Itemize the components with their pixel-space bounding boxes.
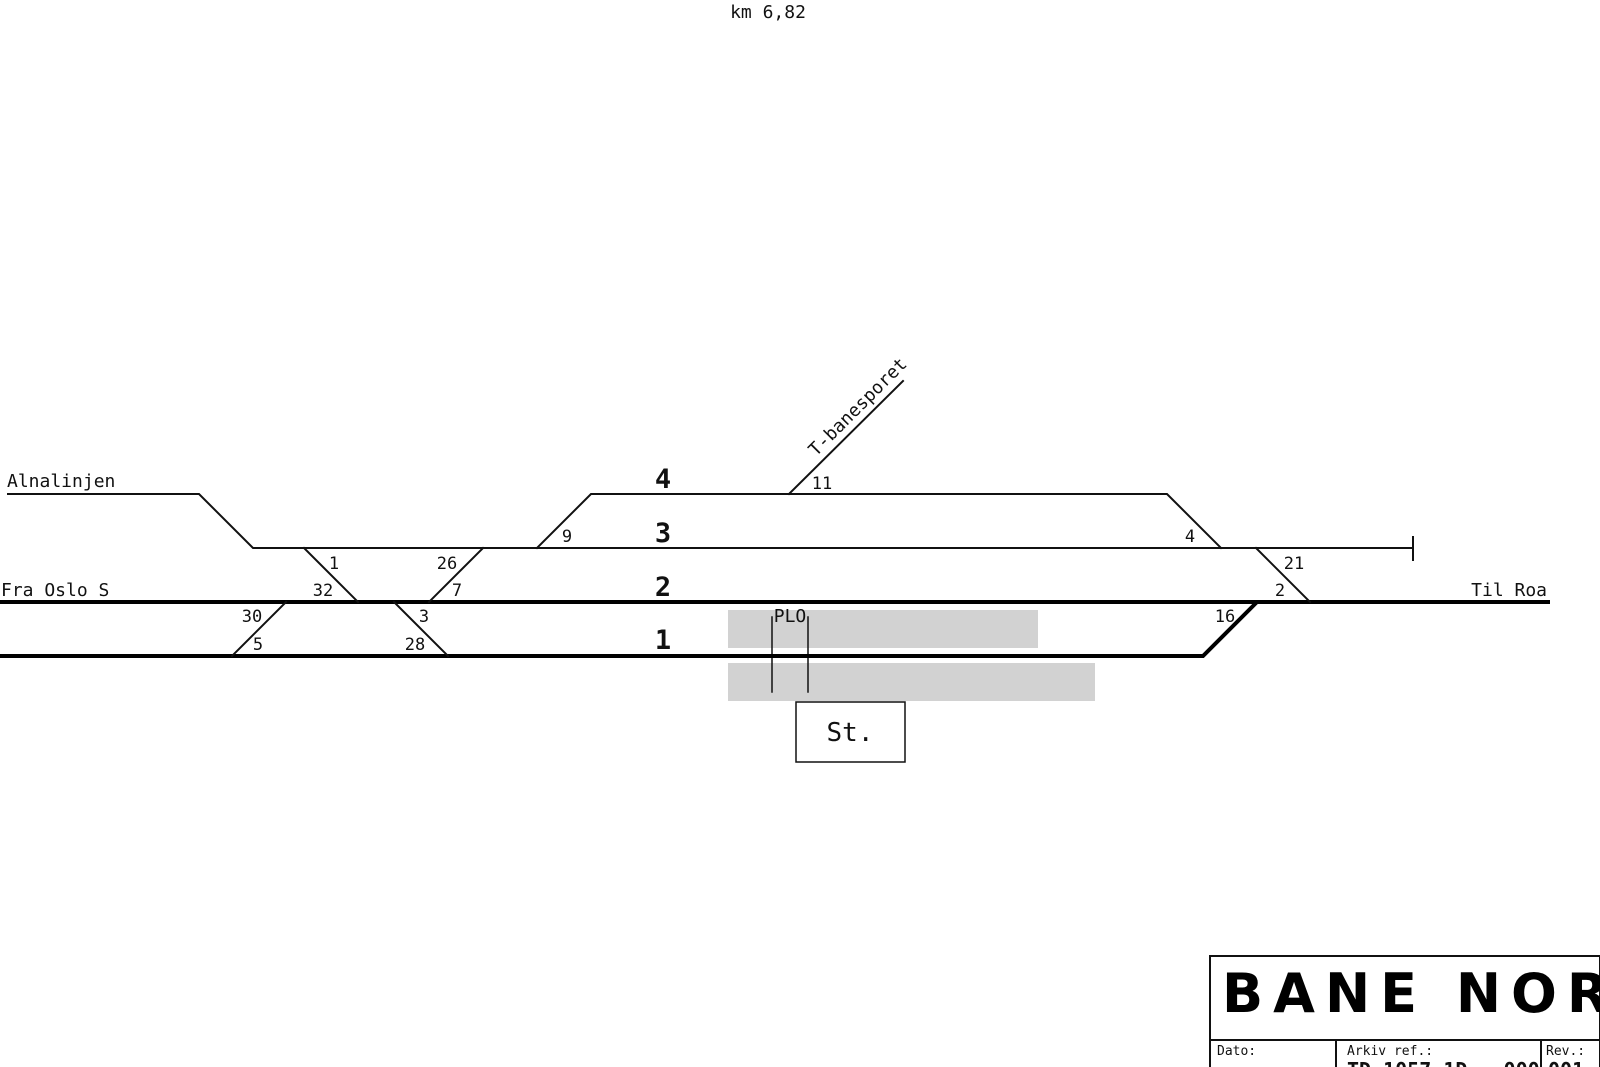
- dato-label: Dato:: [1217, 1044, 1256, 1059]
- label-alnalinjen: Alnalinjen: [7, 471, 115, 492]
- track-number-2: 2: [655, 572, 671, 603]
- title-block-frame: [1209, 955, 1600, 1067]
- station-building: [795, 701, 906, 763]
- label-fra-oslo: Fra Oslo S: [1, 580, 109, 601]
- arkiv-value: TD 1057 1D - 000: [1347, 1058, 1540, 1067]
- switch-26: 26: [437, 554, 457, 574]
- arkiv-label: Arkiv ref.:: [1347, 1044, 1433, 1059]
- station-label: St.: [827, 718, 874, 748]
- label-tbanesporet: T-banesporet: [805, 354, 912, 461]
- switch-32: 32: [313, 581, 333, 601]
- switch-4: 4: [1185, 527, 1195, 547]
- bane-nor-logo: BANE NOR: [1222, 962, 1600, 1025]
- platform-top: [728, 610, 1038, 648]
- track-number-4: 4: [655, 464, 671, 495]
- track-tbane: [787, 379, 905, 496]
- switch-28: 28: [405, 635, 425, 655]
- switch-11: 11: [812, 474, 832, 494]
- track-4: [535, 493, 1223, 550]
- switch-9: 9: [562, 527, 572, 547]
- track-1-main: [0, 600, 1259, 658]
- label-til-roa: Til Roa: [1471, 580, 1547, 601]
- track-alnalinjen: [7, 493, 1414, 549]
- switch-5: 5: [253, 635, 263, 655]
- rev-label: Rev.:: [1546, 1044, 1585, 1059]
- crossover-1-32: [302, 546, 360, 604]
- crossover-3-28: [392, 600, 450, 658]
- plo-label: PLO: [774, 606, 807, 627]
- crossover-26-7: [427, 546, 485, 604]
- rev-value: 001: [1548, 1058, 1584, 1067]
- track-number-3: 3: [655, 518, 671, 549]
- switch-1: 1: [329, 554, 339, 574]
- switch-16: 16: [1215, 607, 1235, 627]
- crossover-21-2: [1254, 546, 1312, 604]
- switch-2: 2: [1275, 581, 1285, 601]
- crossover-30-5: [230, 600, 288, 658]
- switch-3: 3: [419, 607, 429, 627]
- km-label: km 6,82: [730, 2, 806, 23]
- switch-7: 7: [452, 581, 462, 601]
- switch-30: 30: [242, 607, 262, 627]
- track-number-1: 1: [655, 625, 671, 656]
- switch-21: 21: [1284, 554, 1304, 574]
- platform-bottom: [728, 663, 1095, 701]
- title-block: BANE NOR Dato: Arkiv ref.: Rev.: TD 1057…: [1209, 955, 1600, 1067]
